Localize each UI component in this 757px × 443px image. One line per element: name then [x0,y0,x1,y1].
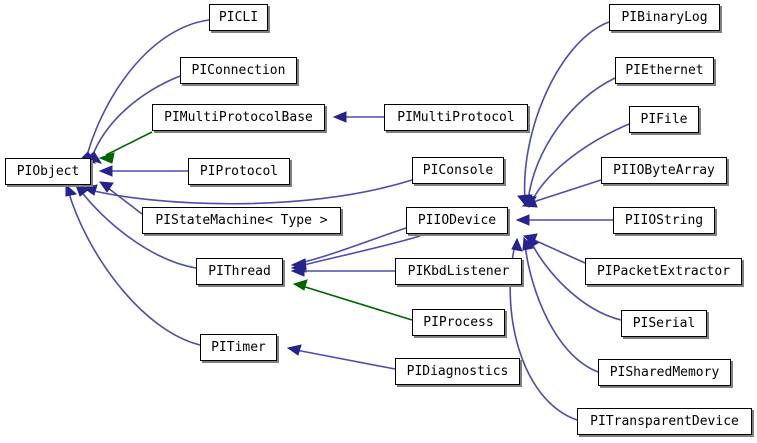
class-node-label: PIStateMachine< Type > [155,213,328,228]
class-node-pithread[interactable]: PIThread [196,258,283,285]
class-node-label: PIConnection [191,63,286,78]
class-node-label: PIObject [16,164,80,179]
class-node-label: PIMultiProtocolBase [164,110,313,125]
class-node-label: PITransparentDevice [590,414,739,429]
class-node-label: PIIOByteArray [613,163,715,178]
class-node-label: PIThread [208,264,271,279]
class-node-label: PIFile [640,112,688,127]
class-node-picli[interactable]: PICLI [209,4,268,31]
class-node-label: PIMultiProtocol [397,110,515,125]
class-node-pitimer[interactable]: PITimer [200,334,277,361]
class-node-label: PIIODevice [417,213,497,228]
class-node-pisharedmemory[interactable]: PISharedMemory [598,359,731,386]
class-node-piconnection[interactable]: PIConnection [180,57,297,84]
class-node-pibinarylog[interactable]: PIBinaryLog [609,4,720,31]
class-node-piprotocol[interactable]: PIProtocol [188,158,290,185]
class-node-piobject[interactable]: PIObject [5,158,91,185]
class-node-pimultiprotocolbase[interactable]: PIMultiProtocolBase [152,104,325,131]
class-node-piiostring[interactable]: PIIOString [613,207,715,234]
class-node-piethernet[interactable]: PIEthernet [615,57,714,84]
edge-piprocess-to-pithread [292,279,413,321]
class-node-label: PIProcess [423,315,494,330]
class-node-pitransparentdevice[interactable]: PITransparentDevice [577,408,752,435]
edge-pidiagnostics-to-pitimer [286,344,396,370]
edge-piiobytearray-to-piiodevice [521,179,602,208]
class-node-pimultiprotocol[interactable]: PIMultiProtocol [384,104,528,131]
class-node-label: PIKbdListener [407,264,510,279]
class-node-piconsole[interactable]: PIConsole [412,157,504,184]
class-node-piprocess[interactable]: PIProcess [412,309,505,336]
class-node-label: PICLI [218,10,259,25]
class-node-label: PIProtocol [199,164,279,179]
class-node-label: PIBinaryLog [621,10,708,25]
class-node-label: PIPacketExtractor [596,264,731,279]
class-node-piiodevice[interactable]: PIIODevice [406,207,508,234]
class-node-label: PISerial [632,316,696,331]
class-node-label: PIIOString [624,213,704,228]
class-node-pikbdlistener[interactable]: PIKbdListener [395,258,522,285]
edge-pistatemachine-to-piobject [98,181,143,215]
edge-pibinarylog-to-piiodevice [517,21,610,208]
class-node-pipacketextractor[interactable]: PIPacketExtractor [585,258,742,285]
class-node-label: PISharedMemory [609,365,720,380]
edge-piiostring-to-piiodevice [515,214,613,226]
edge-piethernet-to-piiodevice [519,77,616,208]
class-node-piiobytearray[interactable]: PIIOByteArray [601,157,727,184]
class-node-pistatemachine[interactable]: PIStateMachine< Type > [142,207,341,234]
edge-pimultiprotocol-to-pimultiprotocolbase [332,111,384,123]
edge-picli-to-piobject [78,19,210,164]
class-node-label: PITimer [211,340,266,355]
class-node-pifile[interactable]: PIFile [629,106,699,133]
class-node-label: PIEthernet [625,63,704,78]
edge-piprotocol-to-piobject [98,165,188,177]
class-node-label: PIConsole [422,163,494,178]
edge-pipacketextractor-to-piiodevice [522,233,586,264]
edge-pikbdlistener-to-pithread [290,265,395,277]
edge-pimultiprotocolbase-to-piobject [98,131,153,164]
edge-piiodevice-to-pithread [290,227,407,270]
class-node-label: PIDiagnostics [406,364,509,379]
class-node-pidiagnostics[interactable]: PIDiagnostics [395,358,520,385]
class-node-piserial[interactable]: PISerial [621,310,707,337]
